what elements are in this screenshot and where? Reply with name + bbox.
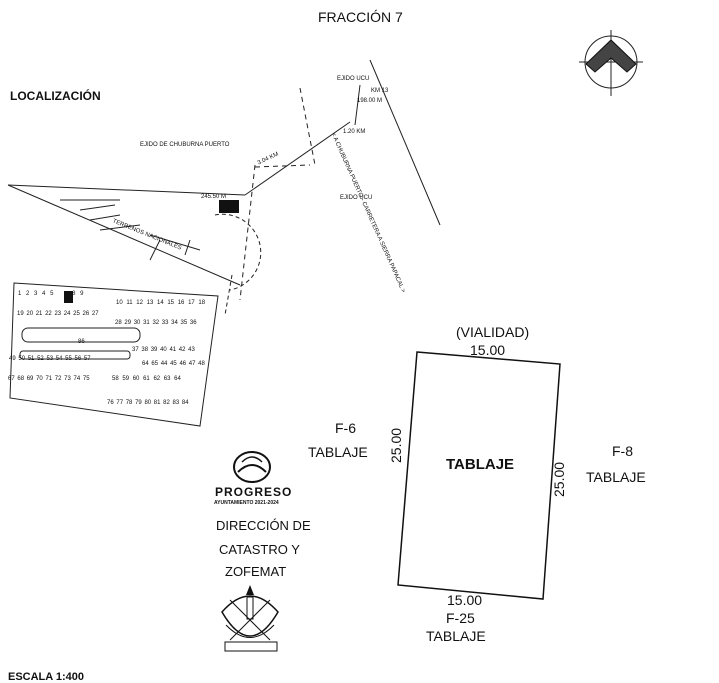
lot-boundary	[397, 351, 561, 600]
highlighted-lot	[64, 291, 73, 303]
stamp-line3: ZOFEMAT	[225, 564, 287, 579]
stamp-line1: DIRECCIÓN DE	[216, 518, 311, 533]
lot-numbers-row2: 19 20 21 22 23 24 25 26 27	[17, 311, 99, 317]
stamp-line2: CATASTRO Y	[219, 542, 300, 557]
dist-245-label: 245.50 M	[201, 194, 227, 200]
progreso-org: PROGRESO	[215, 485, 293, 499]
top-dimension: 15.00	[470, 342, 506, 358]
west-tablaje-label: TABLAJE	[308, 444, 368, 460]
lot-numbers-row1b: 10 11 12 13 14 15 16 17 18	[116, 300, 206, 306]
north-arrow-icon	[579, 30, 643, 96]
south-code: F-25	[446, 610, 475, 626]
scale-label: ESCALA 1:400	[8, 671, 85, 683]
center-tablaje-label: TABLAJE	[446, 456, 515, 473]
lot-numbers-mid-a: 37 38 39 40 41 42 43	[132, 347, 195, 353]
dist-120-label: 1.20 KM	[343, 129, 366, 135]
coat-of-arms-seal	[221, 585, 279, 652]
lot-numbers-row2b: 28 29 30 31 32 33 34 35 36	[115, 320, 197, 326]
km13-label: KM 13	[371, 88, 389, 94]
dist-198-label: 198.00 M	[357, 98, 383, 104]
lot-numbers-row1: 1 2 3 4 5 8 9	[18, 291, 84, 297]
lot-numbers-right3: 58 59 60 61 62 63 64	[112, 376, 181, 382]
south-tablaje-label: TABLAJE	[426, 628, 486, 644]
east-code: F-8	[612, 443, 633, 459]
page-title: FRACCIÓN 7	[318, 9, 403, 25]
vialidad-label: (VIALIDAD)	[456, 324, 530, 340]
bottom-dimension: 15.00	[447, 592, 483, 608]
lot-grid-outline	[9, 282, 219, 427]
lot-numbers-right4: 76 77 78 79 80 81 82 83 84	[107, 400, 189, 406]
ejido-chuburna-label: EJIDO DE CHUBURNA PUERTO	[140, 142, 230, 148]
progreso-logo	[233, 451, 271, 483]
progreso-org-sub: AYUNTAMIENTO 2021-2024	[214, 500, 279, 506]
lot-numbers-mid-b: 64 65 44 45 46 47 48	[142, 361, 205, 367]
ejido-ucu-label: EJIDO UCU	[337, 76, 370, 82]
highlighted-parcel	[219, 200, 239, 213]
lot-number-center: 86	[78, 339, 85, 345]
left-dimension: 25.00	[388, 427, 404, 463]
right-dimension: 25.00	[551, 461, 567, 497]
lot-numbers-left4: 67 68 69 70 71 72 73 74 75	[8, 376, 90, 382]
ejido-ucu-mid-label: EJIDO UCU	[340, 195, 373, 201]
localizacion-label: LOCALIZACIÓN	[10, 89, 101, 103]
west-code: F-6	[335, 420, 356, 436]
lot-numbers-left3: 49 50 51 52 53 54 55 56 57	[9, 356, 91, 362]
location-map-lines	[7, 59, 441, 316]
east-tablaje-label: TABLAJE	[586, 469, 646, 485]
